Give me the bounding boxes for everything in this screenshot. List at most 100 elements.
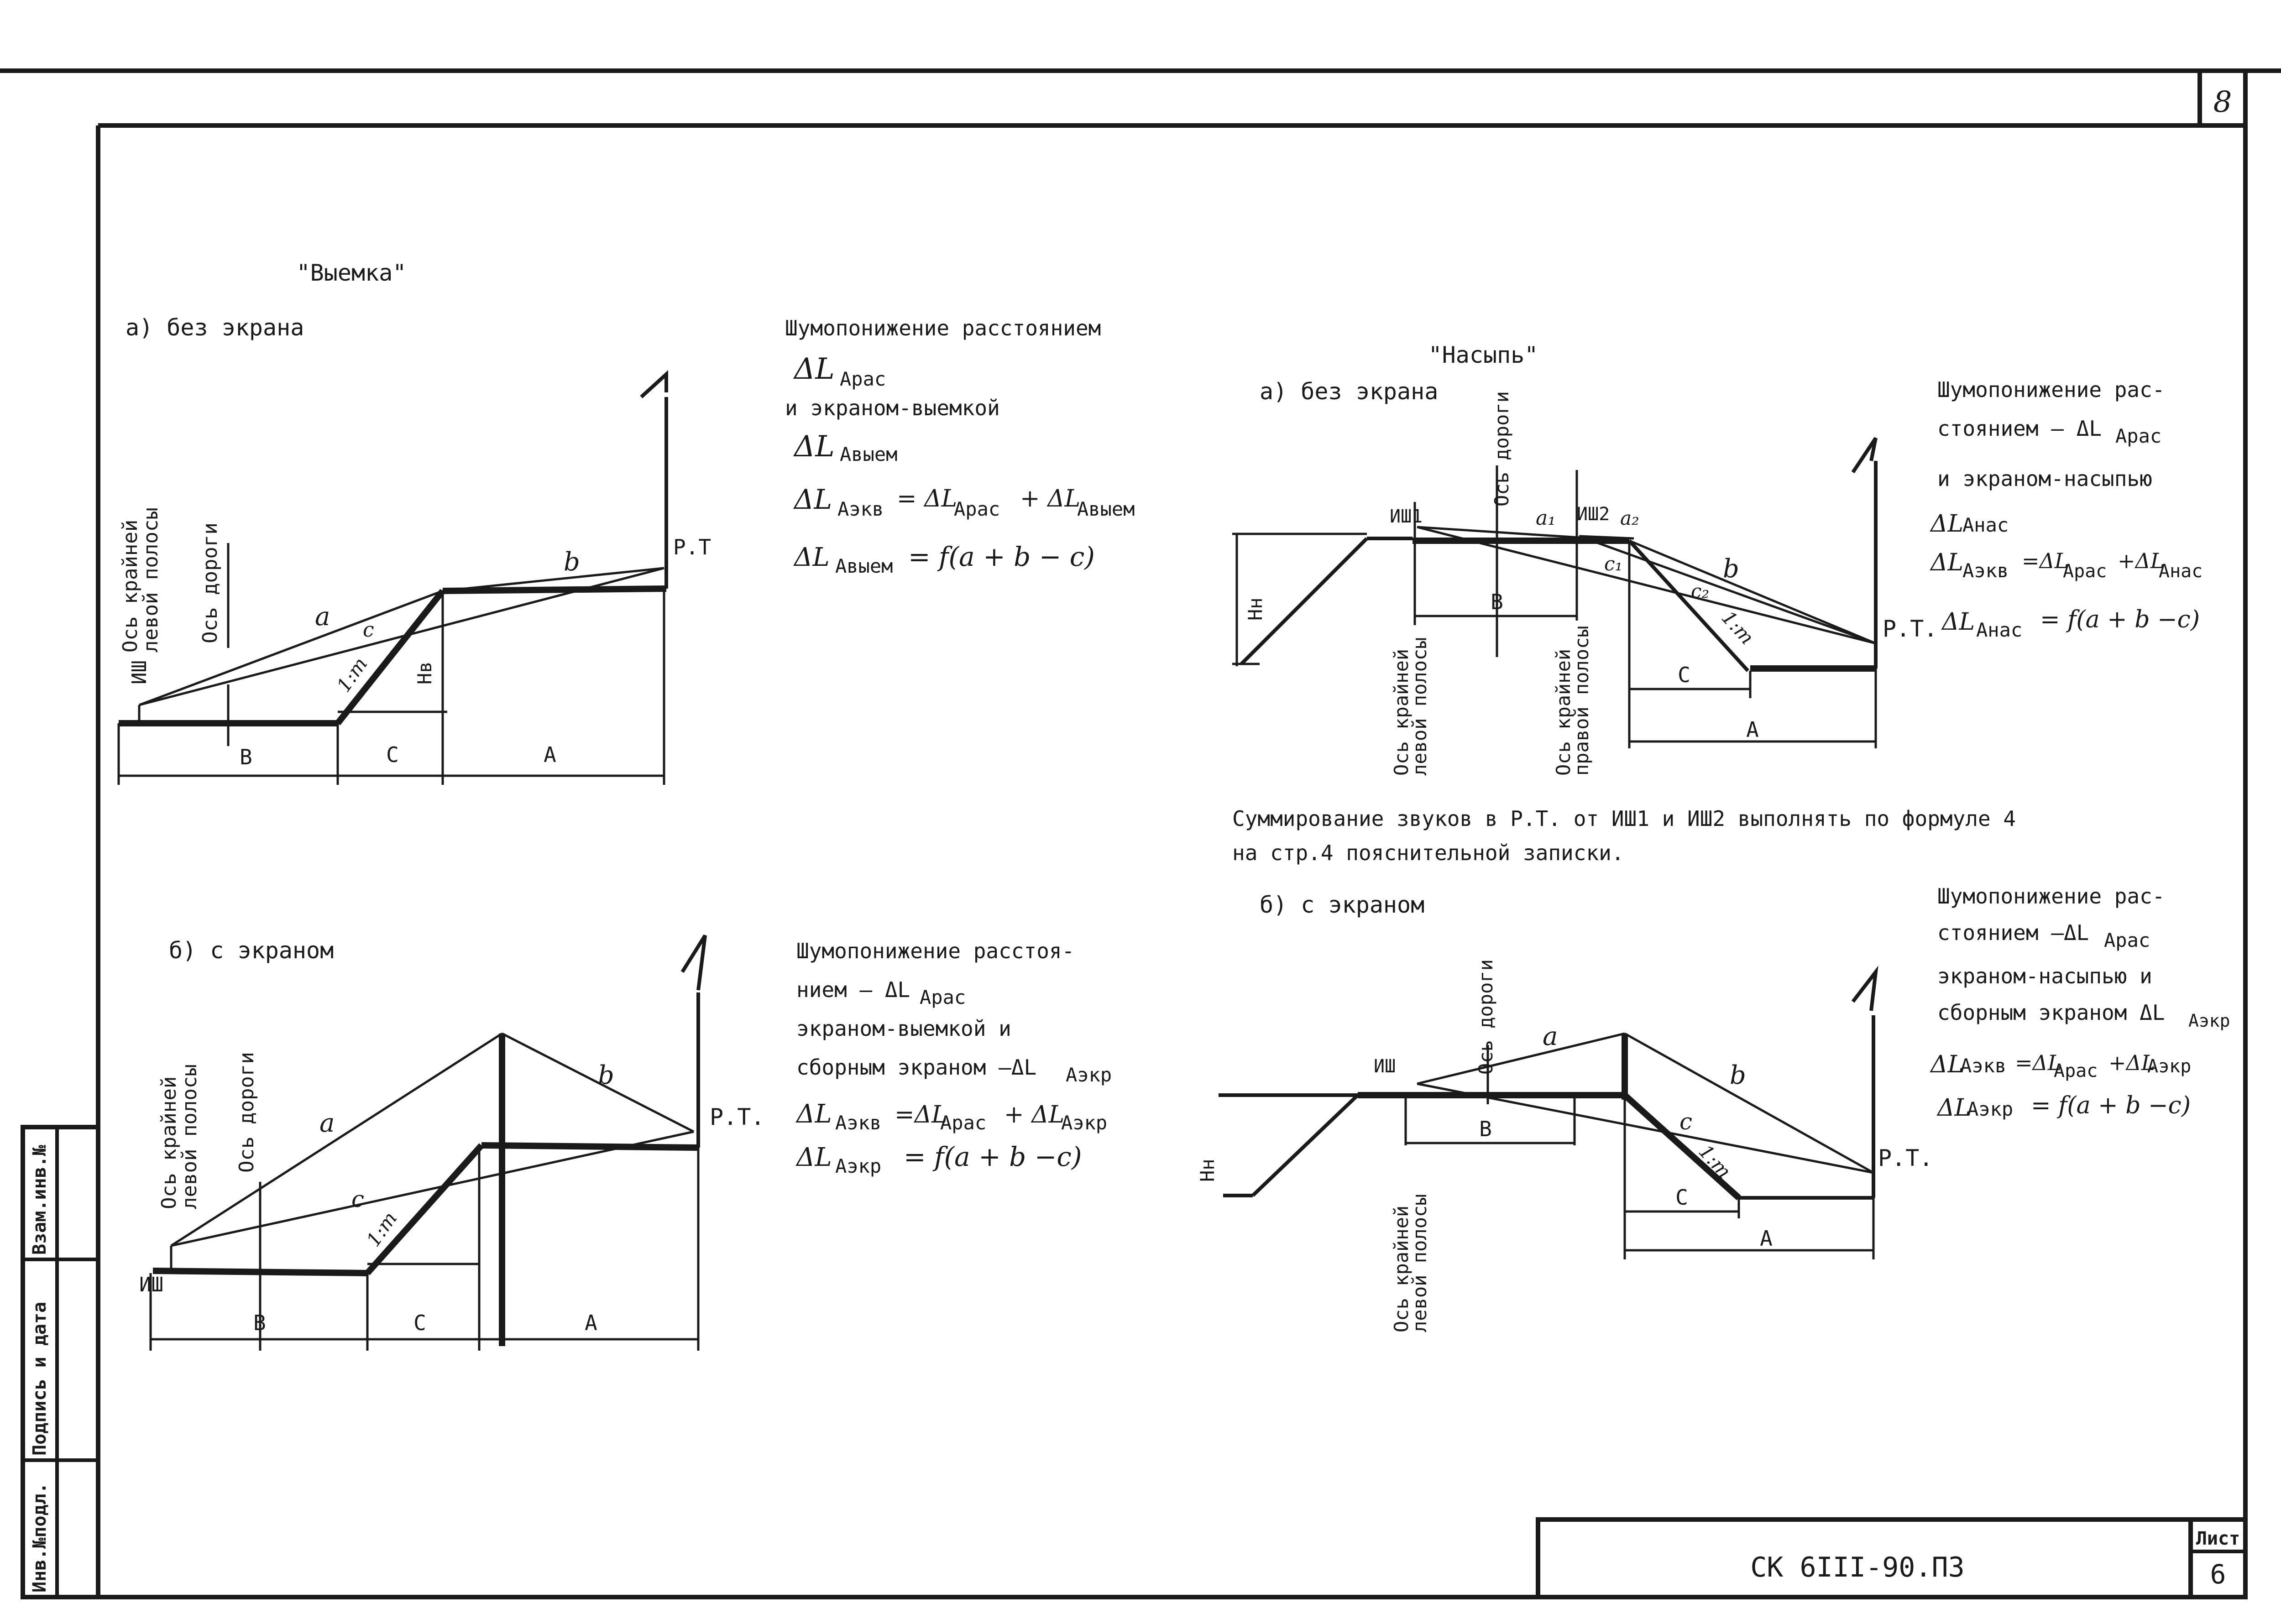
vyemka-b-seg-b: b (598, 1060, 614, 1090)
vyemka-a-dim-a: А (544, 742, 556, 767)
nasyp-a-sub-5: Анас (2159, 561, 2203, 582)
nasyp-b-text-4: сборным экраном ΔL (1937, 1000, 2165, 1025)
nasyp-b-axis-left-2: левой полосы (1408, 1194, 1431, 1332)
nasyp-a-dim-c: С (1678, 663, 1690, 687)
nasyp-a-eq-1: =ΔL (2022, 548, 2068, 573)
vyemka-a-text-1: Шумопонижение расстоянием (785, 316, 1101, 340)
vyemka-a-formulas: Шумопонижение расстоянием ΔL Арас и экра… (785, 316, 1135, 577)
vyemka-b-text-2: нием – ΔL (796, 977, 910, 1002)
nasyp-b-eq-1: =ΔL (2015, 1050, 2061, 1075)
nasyp-b-dl-1: ΔL (1930, 1051, 1963, 1078)
nasyp-b-seg-c: c (1679, 1108, 1692, 1135)
nasyp-a-height: Hн (1244, 597, 1266, 621)
nasyp-b-formulas: Шумопонижение рас- стоянием –ΔL Арас экр… (1930, 884, 2230, 1122)
vyemka-b-source: ИШ (139, 1273, 163, 1296)
nasyp-a-diagram (1232, 437, 1878, 748)
vyemka-a-diagram (117, 370, 668, 785)
nasyp-a-axis-right-1: Ось крайней (1552, 649, 1575, 776)
sheet-label: Лист (2196, 1528, 2240, 1549)
nasyp-b-sub-4: Арас (2054, 1060, 2098, 1081)
nasyp-a-sub-3: Аэкв (1962, 559, 2009, 582)
vyemka-b-sub-4: Арас (940, 1112, 986, 1134)
vyemka-b-eq-1: =ΔL (895, 1101, 947, 1128)
nasyp-a-axis-left-2: левой полосы (1408, 637, 1431, 776)
vyemka-b-formulas: Шумопонижение расстоя- нием – ΔL Арас эк… (795, 939, 1112, 1177)
nasyp-a-axis-road: Ось дороги (1491, 391, 1513, 507)
stamp-replace: Взам.инв.№ (29, 1145, 50, 1255)
nasyp-a-sub-1: Арас (2115, 425, 2161, 447)
vyemka-a-text-2: и экраном-выемкой (785, 396, 1000, 420)
vyemka-b-text-4: сборным экраном –ΔL (796, 1055, 1036, 1080)
vyemka-a-axis-left-1: Ось крайней (119, 520, 142, 653)
vyemka-b-axis-left-2: левой полосы (178, 1064, 201, 1209)
nasyp-a-dl-2: ΔL (1930, 549, 1963, 576)
nasyp-a-seg-a1: a₁ (1536, 507, 1556, 530)
nasyp-b-diagram (1219, 966, 1878, 1259)
nasyp-a-axis-left-1: Ось крайней (1390, 649, 1413, 776)
nasyp-a-sub-2: Анас (1962, 514, 2009, 536)
document-code: СК 6III-90.ПЗ (1750, 1551, 1965, 1583)
vyemka-b-sub-1: Арас (920, 986, 966, 1008)
vyemka-title: "Выемка" (297, 260, 407, 286)
vyemka-a-dl-3: ΔL (793, 484, 832, 516)
vyemka-b-sub-6: Аэкр (835, 1155, 881, 1177)
vyemka-b-receiver: Р.Т. (710, 1104, 764, 1130)
vyemka-b-diagram (149, 934, 707, 1351)
nasyp-b-seg-b: b (1730, 1060, 1746, 1090)
nasyp-b-heading: б) с экраном (1260, 892, 1424, 918)
vyemka-b-eq-2: + ΔL (1004, 1101, 1064, 1128)
vyemka-b-axis-road: Ось дороги (235, 1052, 258, 1173)
nasyp-a-text-2: стоянием – ΔL (1937, 416, 2102, 441)
vyemka-b-formula: = f(a + b −c) (904, 1141, 1082, 1172)
nasyp-a-seg-a2: a₂ (1620, 507, 1639, 529)
vyemka-b-text-3: экраном-выемкой и (796, 1016, 1011, 1041)
vyemka-a-seg-c: c (363, 618, 374, 642)
nasyp-a-source2: ИШ2 (1577, 504, 1610, 525)
nasyp-b-axis-road: Ось дороги (1475, 959, 1497, 1075)
nasyp-b-text-1: Шумопонижение рас- (1937, 884, 2165, 909)
vyemka-a-dim-b: В (240, 745, 252, 769)
sheet-frame (0, 68, 2281, 1599)
nasyp-b-text-3: экраном-насыпью и (1937, 964, 2152, 988)
nasyp-b-dim-b: В (1479, 1117, 1492, 1141)
vyemka-a-source: ИШ (128, 660, 151, 684)
vyemka-a-heading: а) без экрана (126, 314, 304, 341)
nasyp-b-source: ИШ (1374, 1056, 1396, 1077)
nasyp-b-dim-a: А (1760, 1226, 1773, 1251)
vyemka-b-dl-1: ΔL (795, 1099, 832, 1129)
vyemka-a-sub-1: Арас (840, 368, 886, 390)
nasyp-b-axis-left-1: Ось крайней (1390, 1206, 1413, 1332)
vyemka-b-axis-left-1: Ось крайней (157, 1076, 181, 1209)
nasyp-b-dl-2: ΔL (1936, 1094, 1970, 1122)
nasyp-b-seg-a: a (1543, 1022, 1558, 1051)
vyemka-a-formula: = f(a + b − c) (908, 541, 1095, 572)
vyemka-a-dl-4: ΔL (793, 543, 830, 572)
nasyp-b-text-2: стоянием –ΔL (1937, 920, 2089, 945)
nasyp-b-slope: 1:m (1695, 1140, 1736, 1183)
sheet-number: 6 (2210, 1559, 2226, 1590)
nasyp-b-eq-2: +ΔL (2108, 1050, 2155, 1075)
nasyp-a-dim-b: В (1491, 590, 1503, 614)
nasyp-b-sub-1: Арас (2104, 929, 2150, 951)
vyemka-a-sub-3: Аэкв (837, 498, 884, 520)
vyemka-a-dl-2: ΔL (793, 430, 835, 464)
vyemka-a-sub-5: Авыем (1077, 498, 1135, 520)
nasyp-a-sub-6: Анас (1976, 619, 2022, 641)
vyemka-a-sub-6: Авыем (835, 555, 893, 577)
vyemka-b-sub-2: Аэкр (1066, 1064, 1112, 1086)
nasyp-b-dim-c: С (1675, 1185, 1688, 1210)
nasyp-b-sub-5: Аэкр (2147, 1056, 2191, 1077)
stamp-signature: Подпись и дата (29, 1302, 50, 1456)
vyemka-a-dl-1: ΔL (793, 352, 835, 386)
nasyp-title: "Насыпь" (1428, 342, 1538, 368)
nasyp-a-text-1: Шумопонижение рас- (1937, 377, 2165, 402)
nasyp-b-sub-6: Аэкр (1967, 1098, 2013, 1120)
stamp-inv: Инв.№подл. (29, 1483, 50, 1593)
vyemka-b-dl-2: ΔL (795, 1143, 832, 1172)
vyemka-b-dim-c: С (413, 1311, 426, 1335)
nasyp-a-dl-1: ΔL (1930, 510, 1963, 538)
vyemka-b-dim-a: А (585, 1311, 597, 1335)
vyemka-a-seg-a: a (315, 602, 330, 632)
nasyp-a-dim-a: А (1746, 717, 1759, 742)
